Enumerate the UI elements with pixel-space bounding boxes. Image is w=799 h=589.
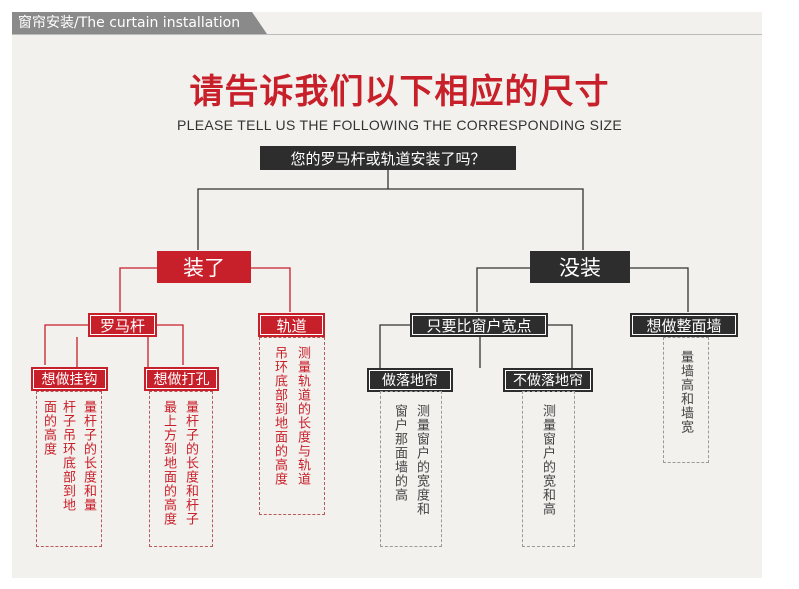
connector-rod-left <box>44 324 88 365</box>
connector-window-right <box>548 324 573 368</box>
hook-note-line-1: 量杆子的长度和量 <box>81 400 96 512</box>
hook-note: 量杆子的长度和量 杆子吊环底部到地 面的高度 <box>36 391 102 547</box>
header-divider <box>12 34 762 35</box>
window-width-node: 只要比窗户宽点 <box>410 313 548 337</box>
page-subtitle: PLEASE TELL US THE FOLLOWING THE CORRESP… <box>177 117 622 133</box>
track-note-line-1: 测量轨道的长度与轨道 <box>295 346 310 486</box>
track-note-line-2: 吊环底部到地面的高度 <box>272 346 287 486</box>
floor-curtain-node: 做落地帘 <box>367 368 453 392</box>
whole-wall-node: 想做整面墙 <box>630 313 738 337</box>
hook-node: 想做挂钩 <box>31 367 108 391</box>
punch-note: 量杆子的长度和杆子 最上方到地面的高度 <box>149 391 213 547</box>
no-floor-curtain-note: 测量窗户的宽和高 <box>522 391 575 547</box>
section-header: 窗帘安装/The curtain installation <box>12 12 267 34</box>
punch-note-line-2: 最上方到地面的高度 <box>161 400 176 526</box>
connector-rod-right <box>157 324 184 365</box>
installed-node: 装了 <box>157 251 251 283</box>
punch-node: 想做打孔 <box>144 367 219 391</box>
floor-note-line-2: 窗户那面墙的高 <box>392 404 407 502</box>
hook-note-line-3: 面的高度 <box>41 400 56 456</box>
whole-wall-note: 量墙高和墙宽 <box>663 337 709 463</box>
page-title: 请告诉我们以下相应的尺寸 <box>189 72 610 112</box>
connector-root <box>197 188 584 250</box>
not-installed-node: 没装 <box>530 251 630 283</box>
floor-note-line-1: 测量窗户的宽度和 <box>414 404 429 516</box>
content-panel <box>12 12 762 578</box>
track-note: 测量轨道的长度与轨道 吊环底部到地面的高度 <box>259 337 325 515</box>
no-floor-note-line-1: 测量窗户的宽和高 <box>540 404 555 516</box>
connector-installed-right <box>251 267 291 312</box>
no-floor-curtain-node: 不做落地帘 <box>503 368 593 392</box>
roman-rod-node: 罗马杆 <box>88 313 157 337</box>
connector-window-left <box>379 324 410 368</box>
connector-installed-left <box>119 267 157 312</box>
floor-curtain-note: 测量窗户的宽度和 窗户那面墙的高 <box>380 391 442 547</box>
hook-note-line-2: 杆子吊环底部到地 <box>60 400 75 512</box>
punch-note-line-1: 量杆子的长度和杆子 <box>183 400 198 526</box>
question-node: 您的罗马杆或轨道安装了吗？ <box>260 146 516 170</box>
section-header-label: 窗帘安装/The curtain installation <box>18 15 241 31</box>
connector-notinstalled-right <box>630 267 689 312</box>
wall-note-line-1: 量墙高和墙宽 <box>678 350 693 434</box>
connector-notinstalled-left <box>476 267 530 312</box>
track-node: 轨道 <box>258 313 325 337</box>
